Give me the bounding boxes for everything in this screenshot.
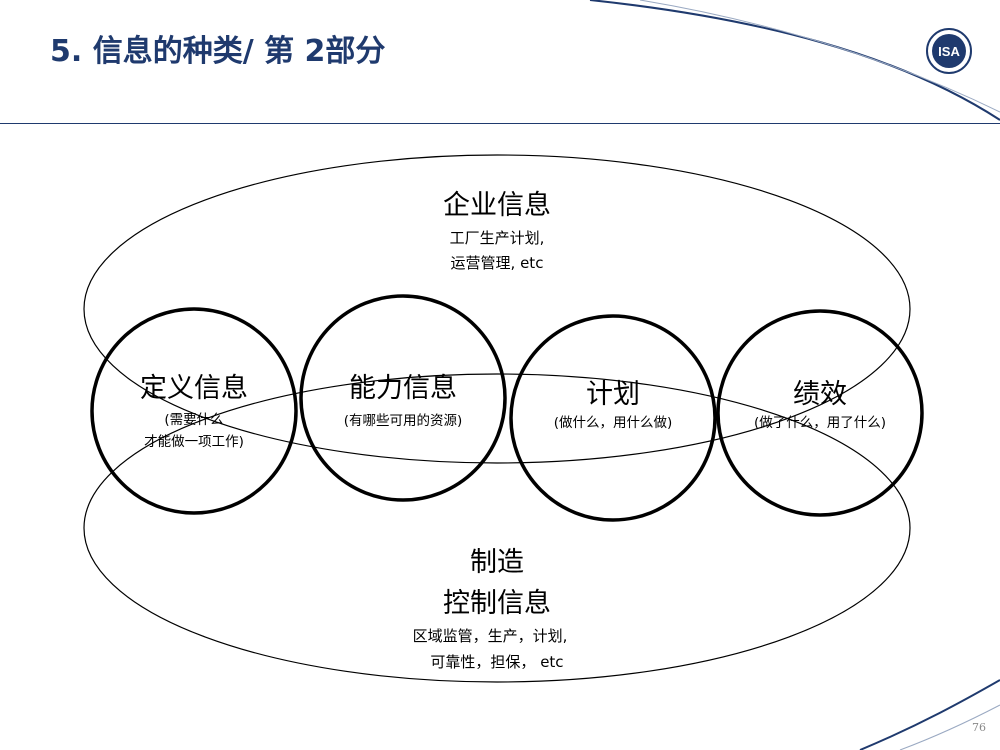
isa-logo: ISA: [926, 28, 972, 74]
capability-info-circle: [299, 294, 507, 502]
capability-info-desc: (有哪些可用的资源): [343, 413, 463, 429]
enterprise-info-desc-line2: 运营管理, etc: [450, 254, 544, 272]
isa-logo-text: ISA: [938, 44, 960, 59]
enterprise-info-ellipse: [83, 154, 911, 464]
manufacturing-desc-line2: 可靠性，担保， etc: [430, 653, 564, 671]
enterprise-info-desc-line1: 工厂生产计划,: [449, 229, 545, 247]
schedule-circle: [509, 314, 717, 522]
manufacturing-desc-line1: 区域监管，生产，计划,: [412, 627, 568, 645]
title-divider: [0, 123, 1000, 124]
definition-info-desc-line2: 才能做一项工作): [144, 434, 244, 450]
manufacturing-label-line2: 控制信息: [443, 588, 551, 619]
capability-info-label: 能力信息: [349, 373, 457, 404]
slide-number: 76: [972, 721, 986, 734]
performance-desc: (做了什么，用了什么): [753, 415, 887, 431]
schedule-label: 计划: [586, 379, 640, 410]
definition-info-desc-line1: (需要什么: [164, 412, 224, 428]
manufacturing-label-line1: 制造: [470, 547, 524, 578]
definition-info-circle: [90, 307, 298, 515]
schedule-desc: (做什么，用什么做): [553, 415, 673, 431]
manufacturing-info-ellipse: [83, 373, 911, 683]
slide-title: 5. 信息的种类/ 第 2部分: [50, 34, 386, 69]
definition-info-label: 定义信息: [140, 373, 248, 404]
enterprise-info-label: 企业信息: [443, 190, 551, 221]
performance-label: 绩效: [793, 379, 847, 410]
performance-circle: [716, 309, 924, 517]
